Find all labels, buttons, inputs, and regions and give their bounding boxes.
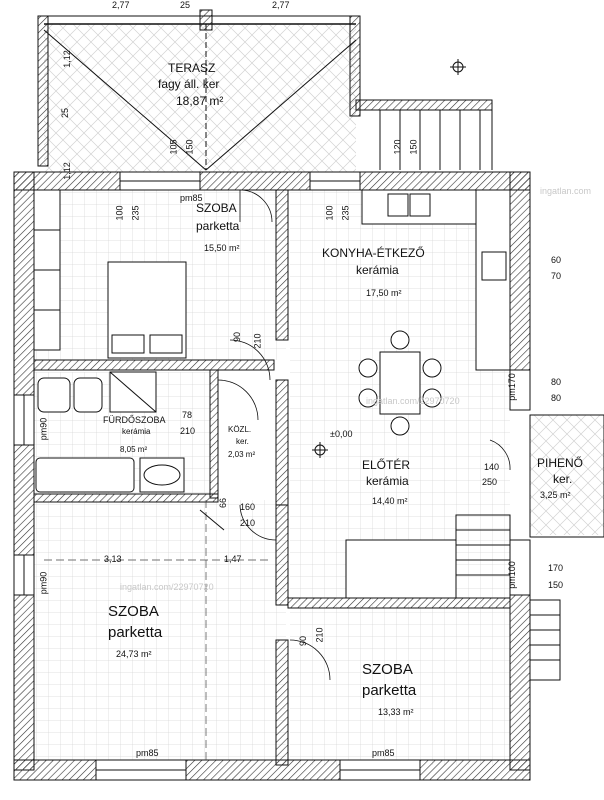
landing-name: PIHENŐ	[537, 456, 584, 470]
dim-top-c: 2,77	[272, 0, 290, 10]
bedroom-large-material: parketta	[108, 624, 163, 641]
bedroom-right-material: parketta	[362, 682, 417, 699]
bedroom-right-area: 13,33 m²	[378, 707, 414, 717]
dim-top-a: 2,77	[112, 0, 130, 10]
dim-right-80b: 80	[551, 393, 562, 403]
dim-win-a2: 235	[130, 205, 141, 221]
dim-bath-210: 210	[180, 426, 196, 436]
dim-kitchen-70: 70	[551, 271, 562, 281]
foyer-material: kerámia	[366, 474, 409, 488]
bathroom-name: FÜRDŐSZOBA	[103, 415, 166, 425]
dim-door-top-a: 105	[168, 139, 179, 155]
level-markers	[199, 59, 466, 531]
hall-small-name: KÖZL.	[228, 425, 252, 434]
dim-door-r-210: 210	[314, 627, 325, 643]
bedroom-top-material: parketta	[196, 219, 240, 233]
dim-right-80a: 80	[551, 377, 562, 387]
dim-win-b2: 235	[340, 205, 351, 221]
dim-150: 150	[548, 580, 564, 590]
bathroom-area: 8,05 m²	[120, 445, 148, 454]
door-swings	[217, 189, 511, 681]
dim-kitchen-60: 60	[551, 255, 562, 265]
kitchen-area: 17,50 m²	[366, 288, 402, 298]
dim-pm170: pm170	[506, 373, 517, 401]
hall-small-area: 2,03 m²	[228, 450, 256, 459]
dim-left-a: 1,12	[61, 50, 72, 68]
landing-material: ker.	[553, 472, 573, 486]
dim-top-b: 25	[180, 0, 191, 10]
level-label: ±0,00	[330, 429, 353, 439]
hall-small-material: ker.	[236, 437, 249, 446]
axis-lines	[44, 500, 270, 760]
bedroom-large-name: SZOBA	[108, 603, 159, 620]
dim-width-147: 1,47	[224, 554, 242, 564]
dim-140: 140	[484, 462, 500, 472]
dim-pm90-a: pm90	[38, 417, 49, 441]
bedroom-right-name: SZOBA	[362, 661, 413, 678]
dim-door-r-90: 90	[298, 635, 309, 647]
dim-250: 250	[482, 477, 498, 487]
dim-left-c: 1,12	[61, 162, 72, 180]
watermark: ingatlan.com/22970720	[366, 396, 460, 406]
dim-pm100: pm100	[506, 561, 517, 589]
bathroom-material: kerámia	[122, 427, 151, 436]
terrace-name: TERASZ	[168, 61, 216, 75]
dim-pm85-bot-b: pm85	[372, 748, 395, 758]
landing-area: 3,25 m²	[540, 490, 571, 500]
dim-bath-78: 78	[182, 410, 193, 420]
dim-170: 170	[548, 563, 564, 573]
dim-210b: 210	[240, 518, 256, 528]
stairs	[455, 414, 604, 681]
dim-door-top-b: 150	[184, 139, 195, 155]
kitchen-name: KONYHA-ÉTKEZŐ	[322, 246, 425, 260]
dim-door-bed-210: 210	[252, 333, 263, 349]
dim-win-b1: 100	[324, 205, 335, 221]
dim-66: 66	[218, 497, 229, 509]
terrace-material: fagy áll. ker	[158, 77, 220, 91]
inner-walls	[33, 189, 511, 766]
watermark: ingatlan.com	[540, 186, 592, 196]
furniture	[33, 189, 511, 493]
foyer-area: 14,40 m²	[372, 496, 408, 506]
terrace-area: 18,87 m²	[176, 94, 224, 108]
watermark: ingatlan.com/22970720	[120, 582, 214, 592]
dim-pm90-b: pm90	[38, 571, 49, 595]
kitchen-material: kerámia	[356, 263, 399, 277]
dim-door-top-d: 150	[408, 139, 419, 155]
dim-160: 160	[240, 502, 256, 512]
dim-door-bed-90: 90	[232, 331, 243, 343]
foyer-name: ELŐTÉR	[362, 458, 411, 472]
dim-door-top-c: 120	[392, 139, 403, 155]
dim-pm85-top: pm85	[180, 193, 203, 203]
terrace	[37, 9, 493, 171]
dim-pm85-bot-a: pm85	[136, 748, 159, 758]
windows	[13, 171, 531, 781]
bedroom-large-area: 24,73 m²	[116, 649, 152, 659]
dim-left-b: 25	[60, 107, 71, 119]
bedroom-top-name: SZOBA	[196, 201, 237, 215]
dim-width-313: 3,13	[104, 554, 122, 564]
dim-win-a1: 100	[114, 205, 125, 221]
bedroom-top-area: 15,50 m²	[204, 243, 240, 253]
